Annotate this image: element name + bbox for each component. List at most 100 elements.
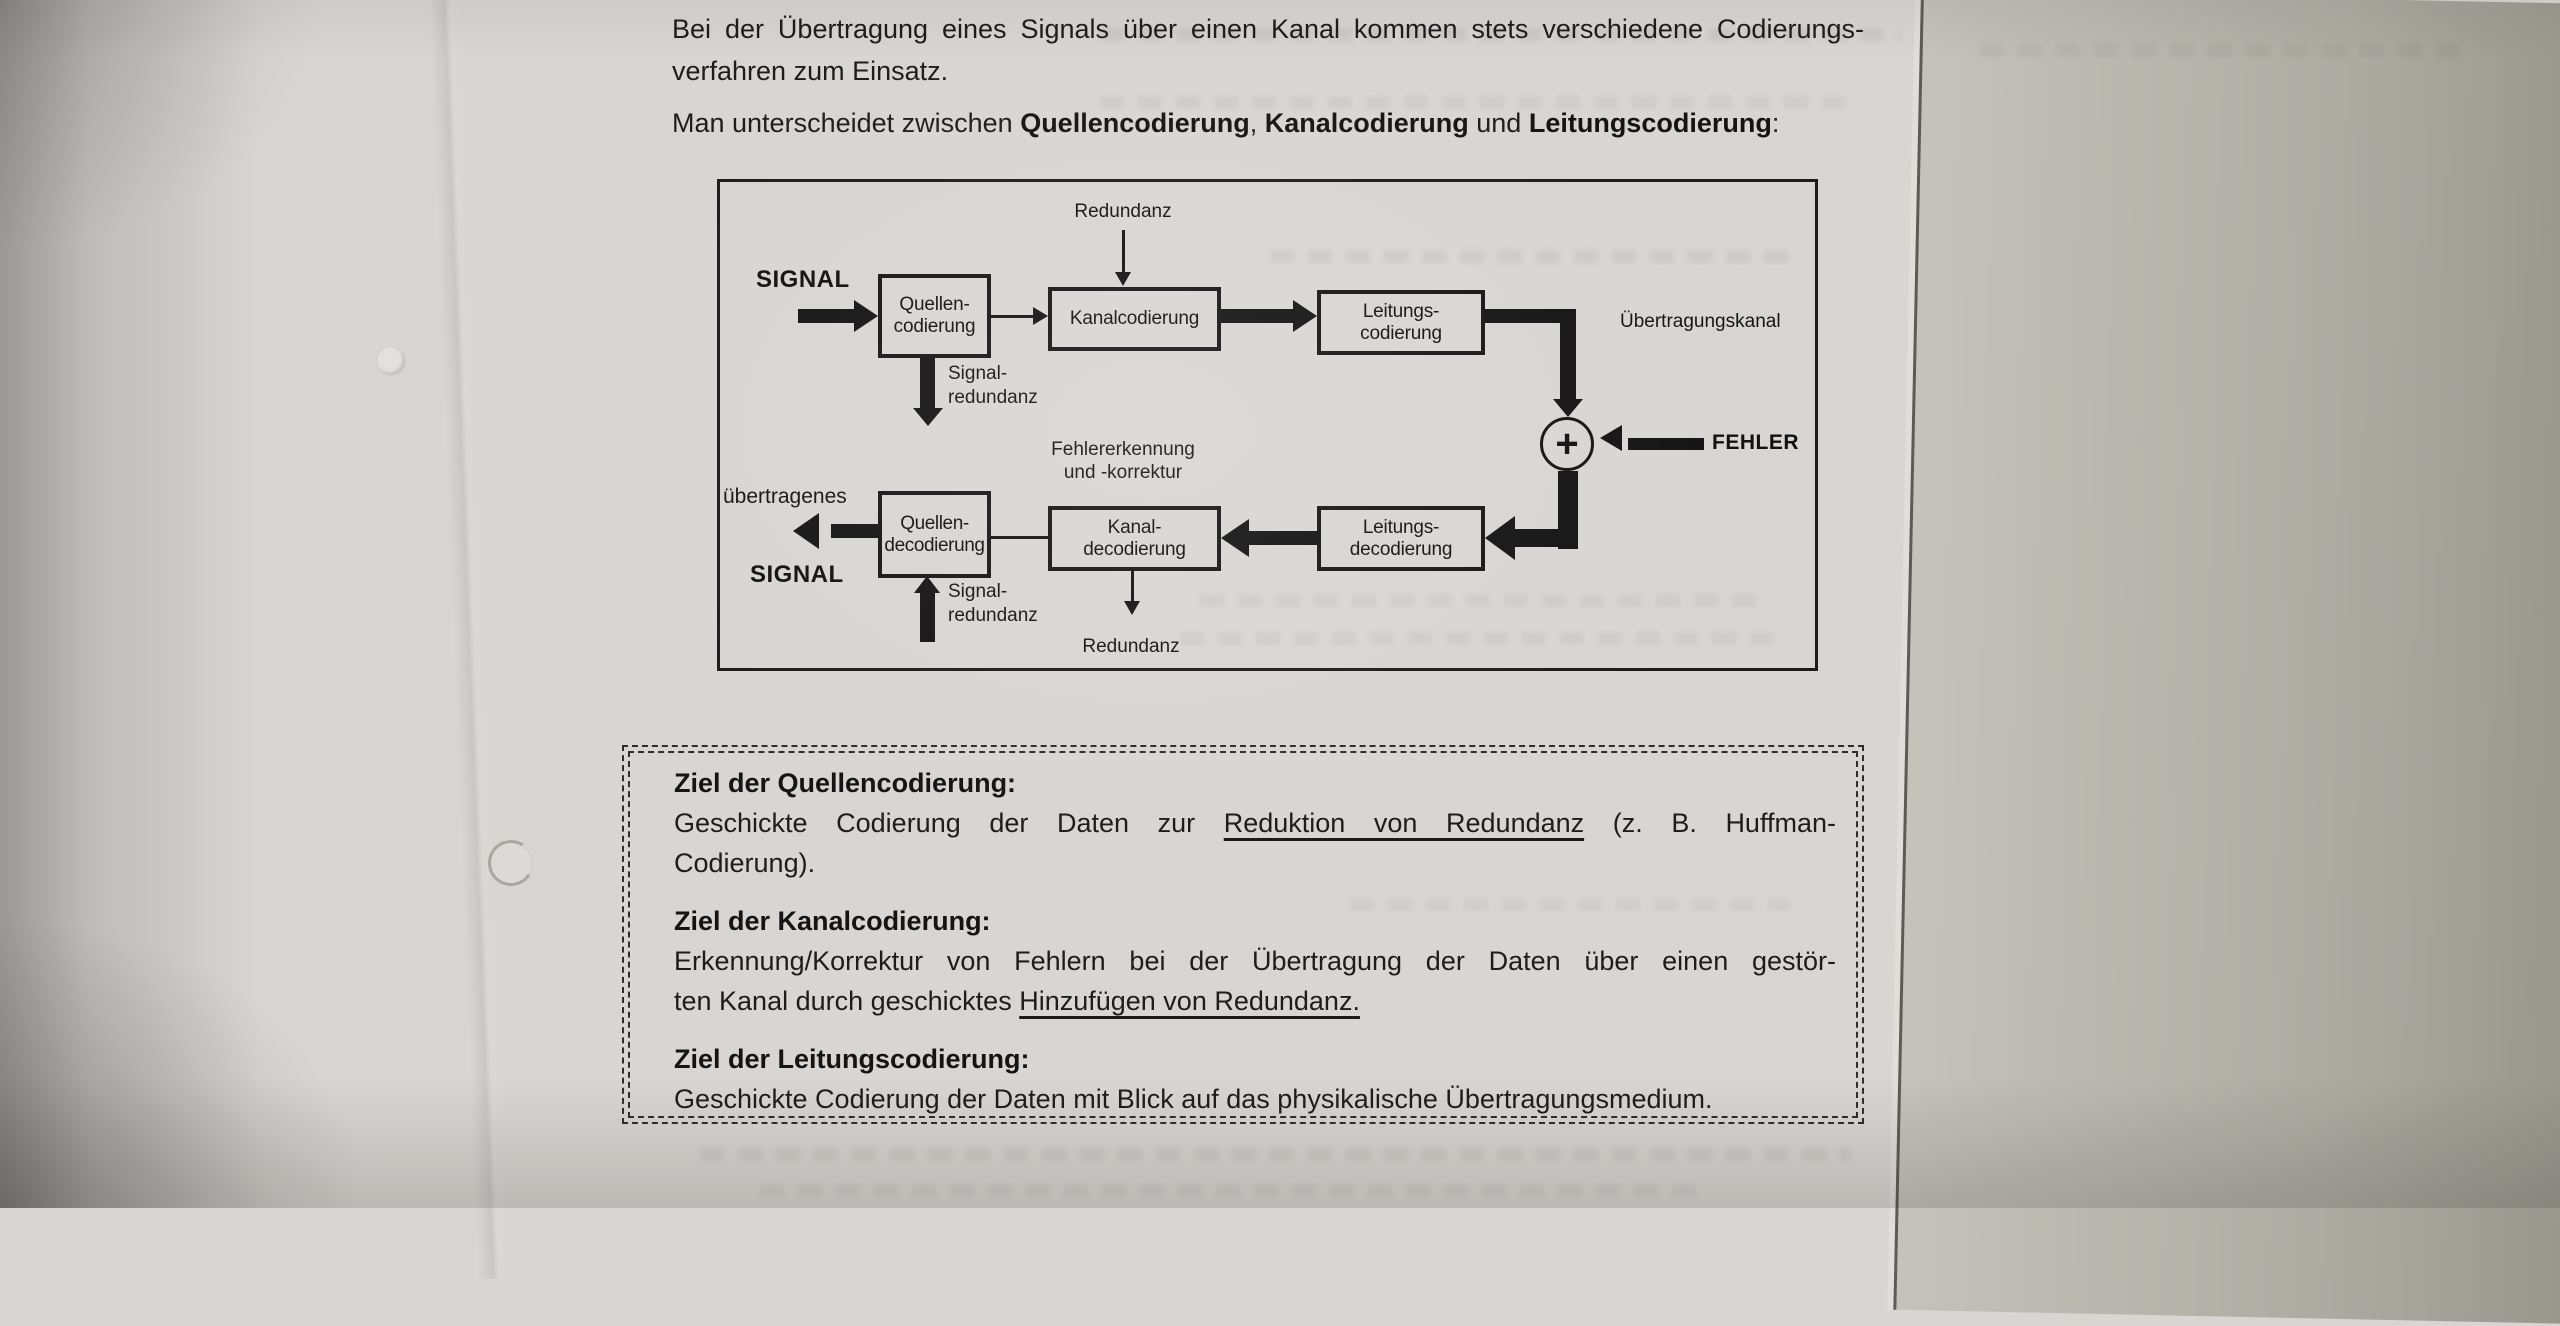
bleedthrough-smudge [1100,28,1900,41]
arrowhead-down-icon [1115,272,1131,286]
arrowhead-right-icon [854,300,878,332]
arrow-sourcedec-out [831,524,878,538]
arrowhead-right-icon [1293,300,1317,332]
arrow-linedec-to-channeldec [1249,531,1317,545]
line-channeldec-to-sourcedec [991,536,1048,539]
redundancy-bottom-label: Redundanz [1082,636,1180,657]
arrowhead-down-icon [913,408,943,426]
transmission-channel-label: Übertragungskanal [1620,311,1781,332]
goal-heading: Ziel der Quellencodierung: [674,768,1017,798]
error-label: FEHLER [1712,431,1799,454]
intro-text: und [1468,108,1529,138]
source-decoding-line2: decodierung [884,534,985,556]
goal-body-line: Erkennung/Korrektur von Fehlern bei der … [674,946,1836,976]
source-coding-box: Quellen- codierung [878,274,991,358]
path-line-coding-horizontal [1485,309,1576,323]
arrow-signal-to-source [798,309,856,323]
bleedthrough-smudge [1270,250,1790,263]
bleedthrough-smudge [1980,44,2460,57]
intro-paragraph: Bei der Übertragung eines Signals über e… [672,8,1864,144]
error-adder-node: + [1540,417,1594,471]
source-decoding-line1: Quellen- [900,512,969,534]
underlined-phrase: Reduktion von Redundanz [1223,808,1585,838]
line-decoding-line2: decodierung [1349,538,1453,560]
goal-body-line: Geschickte Codierung der Daten mit Blick… [674,1084,1713,1114]
goal-text: (z. B. Huffman- [1584,808,1836,838]
line-source-to-channel [991,315,1035,318]
arrowhead-down-icon [1553,399,1583,417]
source-decoding-box: Quellen- decodierung [878,491,991,578]
intro-line-1: Bei der Übertragung eines Signals über e… [672,14,1864,44]
bleedthrough-smudge [700,1148,1850,1161]
arrow-channel-to-line [1221,309,1295,323]
bleedthrough-smudge [1350,898,1790,911]
arrowhead-up-icon [914,576,940,593]
line-decoding-line1: Leitungs- [1362,516,1440,538]
hole-punch-bottom [483,835,539,891]
channel-coding-label: Kanalcodierung [1069,308,1200,329]
bleedthrough-smudge [1180,632,1780,645]
line-coding-line2: codierung [1360,322,1442,344]
error-detection-line1: Fehlererkennung [1051,439,1195,460]
line-coding-box: Leitungs- codierung [1317,290,1485,355]
term-kanalcodierung: Kanalcodierung [1264,108,1469,138]
paper-crease [428,0,512,1280]
goal-body-line: Geschickte Codierung der Daten zur Reduk… [674,803,1836,843]
bleedthrough-smudge [760,1184,1710,1197]
underlying-page-surface [1896,0,2560,1326]
intro-text: , [1249,108,1265,138]
goals-box: Ziel der Quellencodierung: Geschickte Co… [622,745,1864,1124]
arrow-error-to-adder [1628,438,1704,450]
coding-block-diagram: SIGNAL Quellen- codierung Kanalcodierung… [717,179,1818,671]
arrowhead-left-icon [1600,425,1622,451]
goal-heading: Ziel der Kanalcodierung: [674,906,991,936]
intro-text: : [1771,108,1780,138]
goal-heading: Ziel der Leitungscodierung: [674,1044,1030,1074]
goals-box-inner-border: Ziel der Quellencodierung: Geschickte Co… [628,751,1858,1118]
bleedthrough-smudge [1200,594,1760,607]
goal-source-coding: Ziel der Quellencodierung: Geschickte Co… [674,763,1836,883]
hole-punch-top [377,347,405,375]
transmitted-label: übertragenes [723,485,847,508]
source-coding-line2: codierung [893,316,976,337]
arrowhead-left-icon [793,513,819,549]
arrow-signal-redundancy-in [920,592,935,642]
goal-text: Geschickte Codierung der Daten zur [674,808,1224,838]
channel-decoding-box: Kanal- decodierung [1048,506,1221,571]
intro-line-3: Man unterscheidet zwischen Quellencodier… [672,102,1864,144]
bleedthrough-smudge [1100,96,1860,109]
goal-text: ten Kanal durch geschicktes [674,986,1020,1016]
plus-sign: + [1555,421,1579,466]
paper-edge-line [1893,0,1924,1310]
signal-in-label: SIGNAL [756,266,850,293]
arrowhead-right-icon [1033,307,1048,325]
term-quellencodierung: Quellencodierung [1020,108,1250,138]
underlined-phrase: Hinzufügen von Redundanz. [1019,986,1360,1016]
arrowhead-left-icon [1485,516,1515,560]
signal-redundancy-line1: Signal- [948,581,1008,602]
channel-decoding-line2: decodierung [1083,538,1186,560]
path-line-coding-vertical [1560,309,1576,401]
goals-content: Ziel der Quellencodierung: Geschickte Co… [674,763,1836,1119]
line-decoding-box: Leitungs- decodierung [1317,506,1485,571]
line-redundancy-out [1131,571,1134,603]
redundancy-top-label: Redundanz [1074,201,1172,222]
channel-coding-box: Kanalcodierung [1048,287,1221,351]
line-coding-line1: Leitungs- [1362,300,1440,322]
error-detection-line2: und -korrektur [1063,462,1183,483]
channel-decoding-line1: Kanal- [1107,516,1162,538]
line-redundancy-into-channel [1122,230,1125,274]
signal-redundancy-enc-label: Signal- redundanz [948,362,1038,410]
error-detection-label: Fehlererkennung und -korrektur [1028,438,1218,484]
path-to-line-decoding [1515,529,1578,547]
signal-redundancy-dec-label: Signal- redundanz [948,580,1038,628]
goal-channel-coding: Ziel der Kanalcodierung: Erkennung/Korre… [674,901,1836,1021]
arrow-signal-redundancy-enc [920,358,935,410]
intro-line-2: verfahren zum Einsatz. [672,56,949,86]
term-leitungscodierung: Leitungscodierung [1528,108,1772,138]
goal-line-coding: Ziel der Leitungscodierung: Geschickte C… [674,1039,1836,1119]
intro-text: Man unterscheidet zwischen [672,108,1021,138]
arrowhead-left-icon [1221,519,1249,557]
arrowhead-down-icon [1124,601,1140,615]
